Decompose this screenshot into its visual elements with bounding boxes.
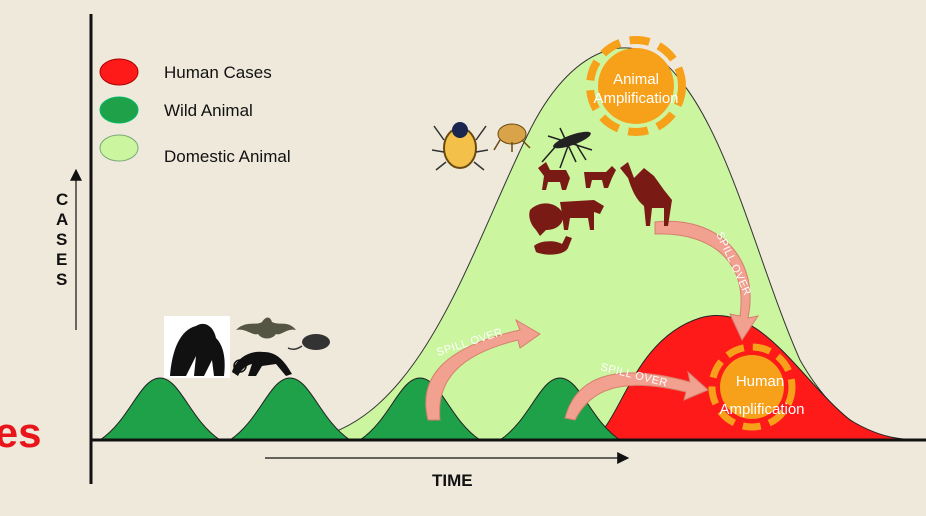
legend-label-human: Human Cases: [164, 63, 272, 82]
human-amplification-label-line2: Amplification: [719, 401, 804, 418]
human-amplification-label-line1: Human: [736, 373, 784, 390]
tick-icon: [432, 122, 488, 170]
legend: Human Cases Wild Animal Domestic Animal: [100, 59, 291, 166]
legend-swatch-domestic: [100, 135, 138, 161]
legend-label-wild: Wild Animal: [164, 101, 253, 120]
legend-swatch-wild: [100, 97, 138, 123]
wild-animal-wave-2: [230, 378, 350, 440]
bat-icon: [236, 318, 296, 339]
clipped-title-text: ases: [0, 412, 41, 454]
monkey-icon: [232, 352, 292, 376]
rat-icon: [288, 334, 330, 350]
gorilla-icon: [164, 316, 230, 378]
animal-amplification-label-line1: Animal: [613, 71, 659, 88]
animal-amplification-label-line2: Amplification: [593, 90, 678, 107]
legend-label-domestic: Domestic Animal: [164, 147, 291, 166]
wild-animal-wave-1: [100, 378, 220, 440]
x-axis-label: TIME: [432, 471, 473, 490]
animal-amplification-icon: Animal Amplification: [590, 40, 682, 132]
legend-swatch-human: [100, 59, 138, 85]
